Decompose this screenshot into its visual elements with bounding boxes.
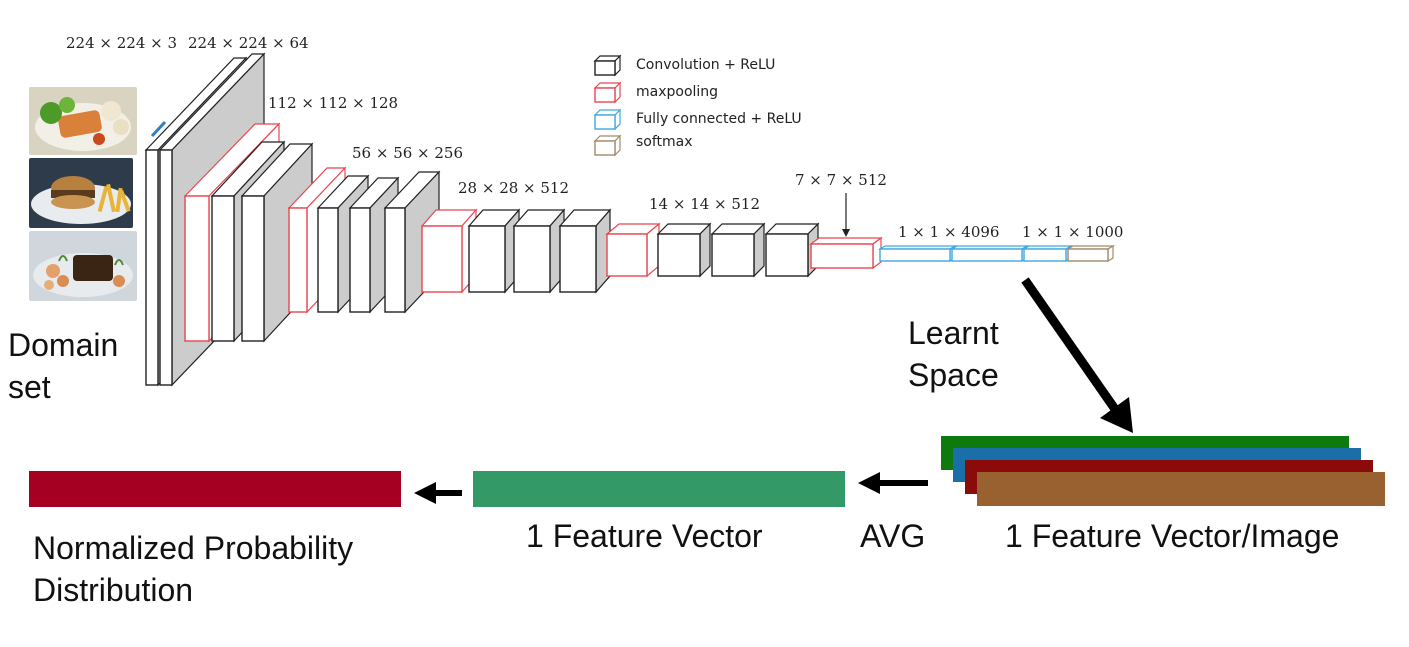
legend-label-maxpool: maxpooling xyxy=(636,84,719,100)
npd-label-line2: Distribution xyxy=(33,571,194,608)
feature-per-image-label: 1 Feature Vector/Image xyxy=(1005,518,1340,554)
steak-plate-photo xyxy=(29,231,137,301)
legend-icon-2-front xyxy=(594,114,616,130)
dim-label-conv5: 14 × 14 × 512 xyxy=(649,195,761,213)
conv2-layer-a-front xyxy=(211,195,235,342)
conv3-layer-b-front xyxy=(349,207,371,313)
feature-vector-bar xyxy=(473,471,845,507)
conv5-layer-b-side xyxy=(753,222,765,278)
domain-label-line1: Domain xyxy=(8,327,119,363)
conv4-layer-b-front xyxy=(513,225,551,293)
pool5-layer-top xyxy=(809,237,883,245)
pool4-layer-front xyxy=(606,233,648,277)
dim-label-conv1: 224 × 224 × 64 xyxy=(188,34,309,52)
conv4-layer-a-front xyxy=(468,225,506,293)
food-image-1 xyxy=(29,87,137,155)
dim-label-conv3: 56 × 56 × 256 xyxy=(352,144,464,162)
learnt-space-arrow-head xyxy=(1100,397,1133,433)
learnt-label-line1: Learnt xyxy=(908,315,999,351)
conv1-layer-b-front xyxy=(159,149,173,386)
legend-label-fc: Fully connected + ReLU xyxy=(636,111,802,127)
conv3-layer-a-front xyxy=(317,207,339,313)
legend-icon-3-front xyxy=(594,140,616,156)
dim-label-conv4: 28 × 28 × 512 xyxy=(458,179,570,197)
pool1-layer-front xyxy=(184,195,210,342)
legend-label-softmax: softmax xyxy=(636,134,693,150)
conv5-layer-a-front xyxy=(657,233,701,277)
fc7-layer xyxy=(949,244,1030,263)
softmax-layer-front xyxy=(1067,248,1109,262)
food-image-3 xyxy=(29,231,137,301)
domain-set-label: Domain set xyxy=(8,325,118,408)
fc6-layer-front xyxy=(879,248,951,262)
legend-label-conv: Convolution + ReLU xyxy=(636,57,776,73)
input-tick xyxy=(150,120,167,138)
normalized-probability-label: Normalized Probability Distribution xyxy=(33,528,353,611)
pool2-layer-front xyxy=(288,207,308,313)
conv4-layer-b xyxy=(512,208,566,294)
legend-icon-0-front xyxy=(594,60,616,76)
dim-label-fc: 1 × 1 × 4096 xyxy=(898,223,1000,241)
legend-icon-3 xyxy=(593,134,622,157)
pool5-layer xyxy=(809,236,883,270)
conv4-layer-a xyxy=(467,208,521,294)
pool4-layer-side xyxy=(646,222,660,278)
cnn-layer-blocks xyxy=(144,52,1116,387)
legend-icons xyxy=(593,54,622,157)
conv5-layer-c-front xyxy=(765,233,809,277)
fc6-layer xyxy=(877,244,958,263)
learnt-space-arrow-line xyxy=(1021,277,1121,415)
pointer-arrow-head xyxy=(842,229,850,237)
conv2-layer-b-front xyxy=(241,195,265,342)
fc8-layer-front xyxy=(1023,248,1067,262)
legend-icon-1 xyxy=(593,81,622,104)
burger-fries-photo xyxy=(29,158,133,228)
conv5-layer-c xyxy=(764,222,820,278)
food-image-2 xyxy=(29,158,133,228)
dim-label-conv2: 112 × 112 × 128 xyxy=(268,94,399,112)
legend-icon-2 xyxy=(593,108,622,131)
pool5-layer-front xyxy=(810,243,874,269)
pool3-layer-front xyxy=(421,225,463,293)
feature-vector-label: 1 Feature Vector xyxy=(526,518,763,554)
dim-label-pool5: 7 × 7 × 512 xyxy=(795,171,887,189)
salmon-vegetables-photo xyxy=(29,87,137,155)
pool3-layer xyxy=(420,208,478,294)
npd-label-line1: Normalized Probability xyxy=(33,530,354,566)
learnt-label-line2: Space xyxy=(908,356,999,393)
conv5-layer-a xyxy=(656,222,712,278)
dim-label-input: 224 × 224 × 3 xyxy=(66,34,178,52)
conv1-layer-a-front xyxy=(145,149,159,386)
fc7-layer-front xyxy=(951,248,1023,262)
avg-label: AVG xyxy=(860,518,926,554)
fc8-layer xyxy=(1021,244,1074,263)
feature-vector-stack-brown xyxy=(977,472,1385,506)
pool4-layer xyxy=(605,222,661,278)
dim-label-softmax: 1 × 1 × 1000 xyxy=(1022,223,1124,241)
probability-distribution-bar xyxy=(29,471,401,507)
conv4-layer-c-front xyxy=(559,225,597,293)
conv5-layer-b xyxy=(710,222,766,278)
conv4-layer-c xyxy=(558,208,612,294)
legend-icon-1-front xyxy=(594,87,616,103)
avg-arrow-head xyxy=(858,472,880,494)
conv5-layer-b-front xyxy=(711,233,755,277)
conv3-layer-c-front xyxy=(384,207,406,313)
learnt-space-label: Learnt Space xyxy=(908,313,999,396)
softmax-layer xyxy=(1065,244,1116,263)
domain-label-line2: set xyxy=(8,368,51,405)
softmax-layer-side xyxy=(1107,244,1114,263)
conv5-layer-a-side xyxy=(699,222,711,278)
probability-arrow-head xyxy=(414,482,436,504)
legend-icon-0 xyxy=(593,54,622,77)
